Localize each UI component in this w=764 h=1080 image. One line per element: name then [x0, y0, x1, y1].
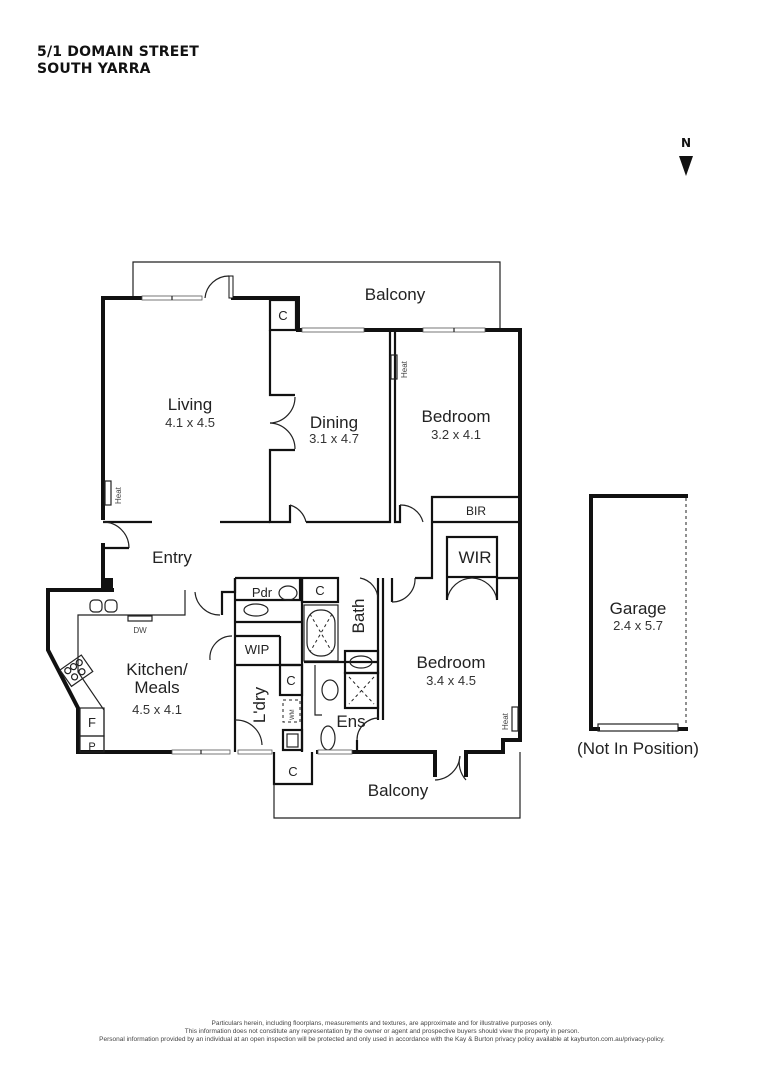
cupboard-bottom-label: C — [288, 764, 297, 779]
dishwasher-label: DW — [133, 626, 147, 635]
bedroom2-label: Bedroom — [417, 653, 486, 672]
compass-label: N — [680, 136, 692, 150]
cupboard-laundry-label: C — [286, 673, 295, 688]
bir-label: BIR — [466, 504, 486, 518]
bedroom1-dims: 3.2 x 4.1 — [431, 427, 481, 442]
dining-dims: 3.1 x 4.7 — [309, 431, 359, 446]
balcony-bottom-outline — [273, 752, 521, 819]
kitchen-door — [194, 591, 221, 616]
disclaimer-line-3: Personal information provided by an indi… — [99, 1036, 665, 1043]
bedroom1-label: Bedroom — [422, 407, 491, 426]
entry-label: Entry — [152, 548, 192, 567]
heat-label-living: Heat — [114, 486, 123, 504]
heat-panel-bedroom1 — [390, 354, 398, 380]
ensuite-label: Ens — [336, 712, 365, 731]
garage — [589, 494, 688, 732]
bath-label: Bath — [349, 599, 368, 634]
heat-panel-living — [104, 480, 112, 506]
living-dims: 4.1 x 4.5 — [165, 415, 215, 430]
cupboard-top — [268, 298, 298, 332]
kitchen-dims: 4.5 x 4.1 — [132, 702, 182, 717]
heat-panel-bedroom2 — [511, 706, 519, 732]
bedroom2-dims: 3.4 x 4.5 — [426, 673, 476, 688]
pantry-label: P — [88, 741, 95, 753]
laundry-label: L'dry — [250, 686, 269, 723]
kitchen-fixtures — [59, 590, 186, 753]
kitchen-label-line1: Kitchen/ — [126, 660, 188, 679]
disclaimer-line-1: Particulars herein, including floorplans… — [211, 1020, 553, 1027]
garage-note: (Not In Position) — [577, 739, 699, 758]
property-address: 5/1 DOMAIN STREET SOUTH YARRA — [37, 44, 199, 78]
cupboard-bath-label: C — [315, 583, 324, 598]
north-arrow-icon — [679, 156, 693, 176]
dining-window — [301, 327, 365, 333]
address-line-street: 5/1 DOMAIN STREET — [37, 44, 200, 60]
powder-room-label: Pdr — [252, 585, 273, 600]
balcony-top-outline — [132, 261, 501, 330]
living-window — [141, 275, 234, 301]
wir-label: WIR — [458, 548, 491, 567]
wet-areas: C — [209, 576, 380, 752]
address-line-suburb: SOUTH YARRA — [37, 61, 151, 77]
garage-label: Garage — [610, 599, 667, 618]
garage-dims: 2.4 x 5.7 — [613, 618, 663, 633]
fridge-label: F — [88, 715, 96, 730]
living-label: Living — [168, 395, 212, 414]
interior-walls — [103, 330, 520, 720]
disclaimer: Particulars herein, including floorplans… — [0, 1020, 764, 1044]
balcony-top-label: Balcony — [365, 285, 426, 304]
dining-label: Dining — [310, 413, 358, 432]
cupboard-top-label: C — [278, 308, 287, 323]
heat-label-bedroom2: Heat — [501, 712, 510, 730]
balcony-bottom-label: Balcony — [368, 781, 429, 800]
compass: N — [676, 136, 696, 176]
heat-label-bedroom1: Heat — [400, 360, 409, 378]
cupboard-bottom — [272, 752, 314, 786]
kitchen-label-line2: Meals — [134, 678, 179, 697]
entry-door — [102, 521, 130, 549]
disclaimer-line-2: This information does not constitute any… — [184, 1028, 580, 1035]
washing-machine-label: WM — [290, 709, 296, 720]
wip-label: WIP — [245, 642, 270, 657]
